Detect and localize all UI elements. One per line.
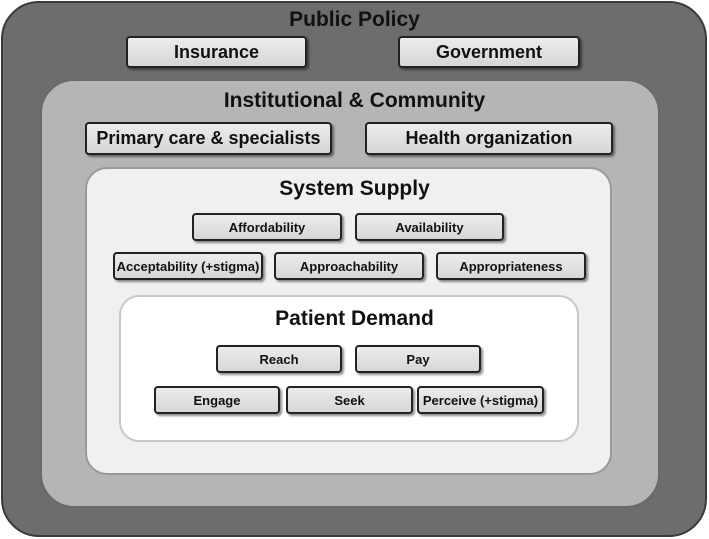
engage-box: Engage [154, 386, 280, 414]
insurance-box: Insurance [126, 36, 307, 68]
primary-care-box: Primary care & specialists [85, 122, 332, 155]
seek-box: Seek [286, 386, 413, 414]
patient-demand-title: Patient Demand [275, 307, 434, 330]
system-supply-title: System Supply [279, 177, 430, 200]
availability-box: Availability [355, 213, 504, 241]
approachability-box: Approachability [274, 252, 424, 280]
government-box: Government [398, 36, 580, 68]
reach-box: Reach [216, 345, 342, 373]
public-policy-title: Public Policy [289, 8, 420, 31]
affordability-box: Affordability [192, 213, 342, 241]
acceptability-box: Acceptability (+stigma) [113, 252, 263, 280]
pay-box: Pay [355, 345, 481, 373]
perceive-box: Perceive (+stigma) [417, 386, 544, 414]
institutional-community-title: Institutional & Community [223, 89, 486, 112]
patient-demand-layer [119, 295, 579, 442]
health-organization-box: Health organization [365, 122, 613, 155]
appropriateness-box: Appropriateness [436, 252, 586, 280]
